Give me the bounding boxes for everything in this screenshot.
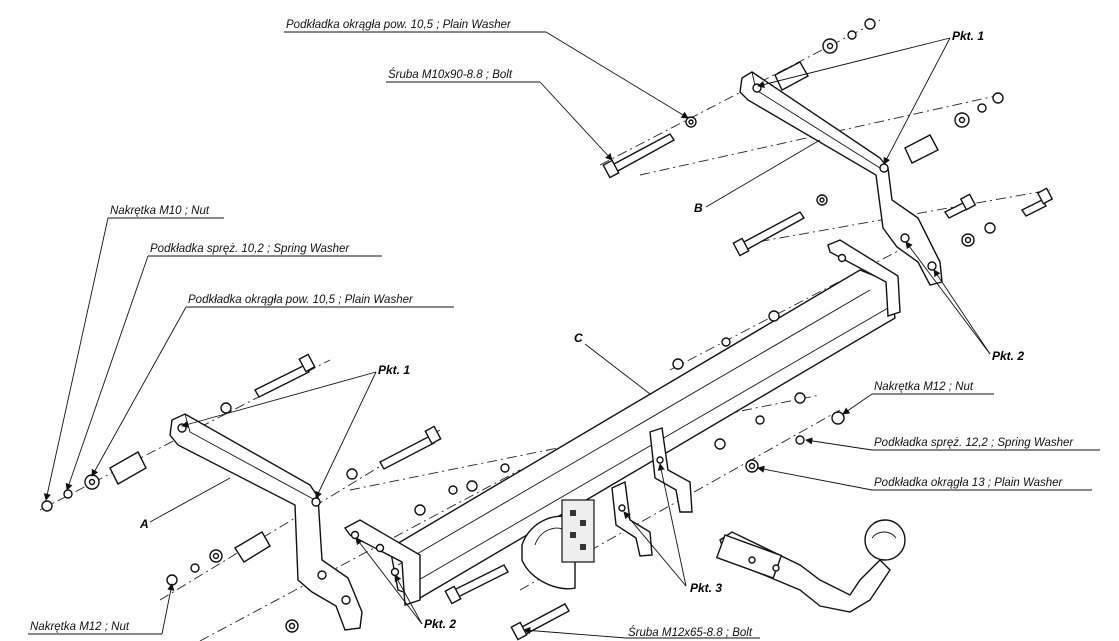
- part-letters: A B C: [139, 201, 703, 531]
- part-labels: Podkładka okrągła pow. 10,5 ; Plain Wash…: [30, 19, 1074, 639]
- fasteners-top: [602, 18, 1054, 257]
- label-pkt2-bottom: Pkt. 2: [424, 617, 456, 631]
- fasteners-left: [41, 353, 570, 641]
- leader-lines: [28, 31, 1100, 639]
- label-pkt1-left: Pkt. 1: [378, 363, 410, 377]
- label-nut-m12-left: Nakrętka M12 ; Nut: [30, 621, 130, 633]
- label-bolt-m12x65: Śruba M12x65-8.8 ; Bolt: [628, 626, 753, 639]
- electrical-socket: [521, 499, 595, 590]
- label-pkt1-top: Pkt. 1: [952, 29, 984, 43]
- label-pkt3: Pkt. 3: [690, 581, 722, 595]
- fasteners-beam: [414, 310, 845, 516]
- main-beam-c: [343, 239, 901, 606]
- label-plain-washer-left: Podkładka okrągła pow. 10,5 ; Plain Wash…: [188, 294, 414, 306]
- label-bolt-m10x90: Śruba M10x90-8.8 ; Bolt: [388, 68, 513, 81]
- label-nut-m12-right: Nakrętka M12 ; Nut: [874, 381, 974, 393]
- label-plain-washer-top: Podkładka okrągła pow. 10,5 ; Plain Wash…: [286, 19, 512, 31]
- part-letter-c: C: [574, 331, 583, 345]
- bracket-a: [169, 413, 363, 631]
- label-pkt2-right: Pkt. 2: [992, 349, 1024, 363]
- label-nut-m10: Nakrętka M10 ; Nut: [110, 205, 210, 217]
- tow-ball: [715, 519, 906, 613]
- label-spring-washer-10-2: Podkładka spręż. 10,2 ; Spring Washer: [150, 243, 350, 255]
- label-plain-washer-13: Podkładka okrągła 13 ; Plain Washer: [874, 477, 1064, 489]
- point-labels: Pkt. 1 Pkt. 1 Pkt. 2 Pkt. 2 Pkt. 3: [378, 29, 1024, 631]
- part-letter-b: B: [694, 201, 703, 215]
- part-letter-a: A: [139, 517, 149, 531]
- centre-mount-plates: [611, 427, 693, 557]
- label-spring-washer-12-2: Podkładka spręż. 12,2 ; Spring Washer: [874, 437, 1074, 449]
